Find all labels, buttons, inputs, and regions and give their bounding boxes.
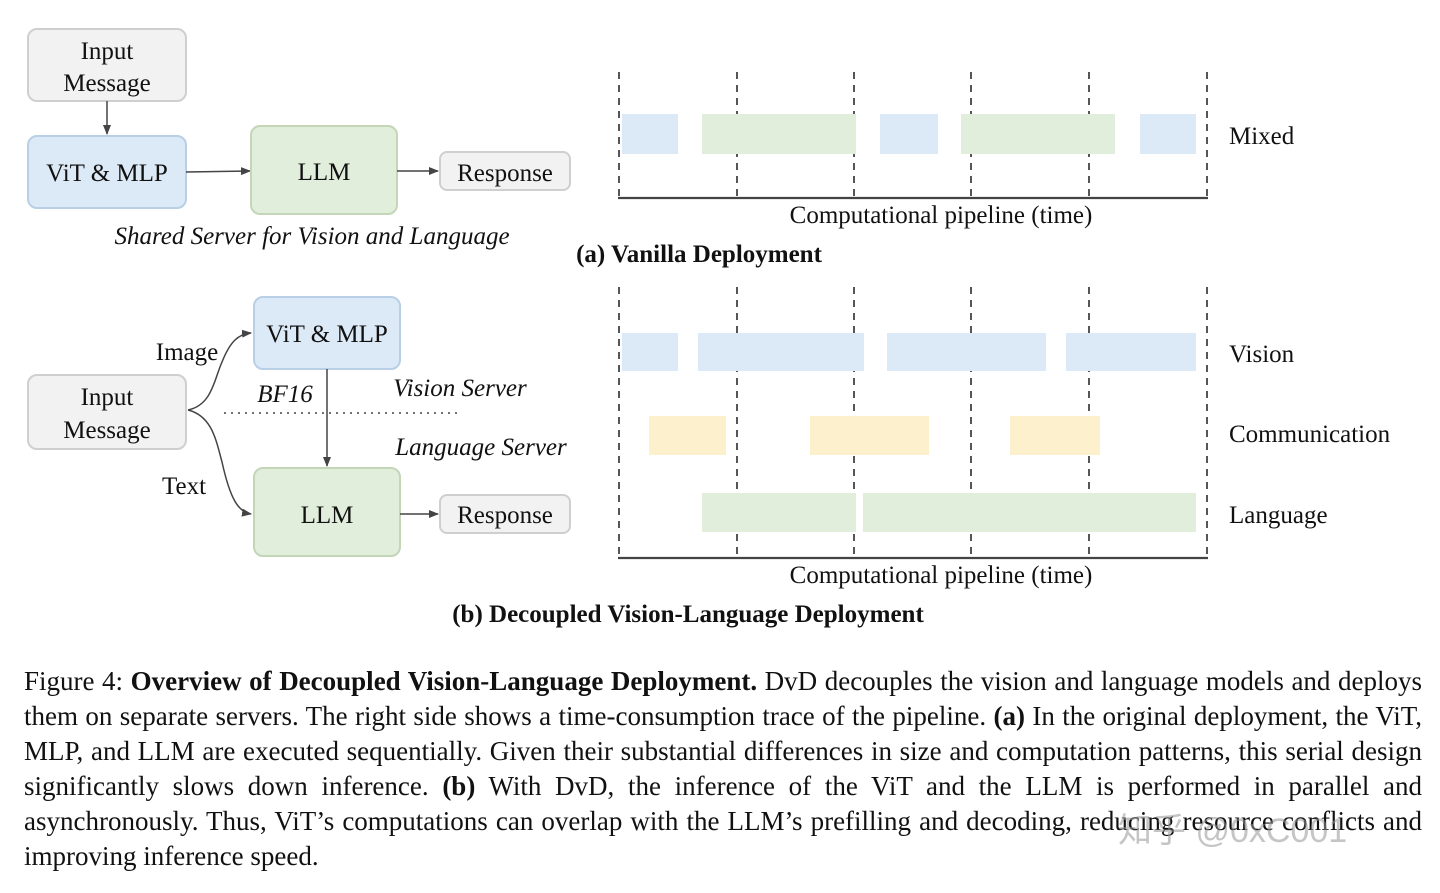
row-label-mixed: Mixed <box>1229 123 1295 150</box>
input-message-box: Input Message <box>27 28 187 102</box>
input-message-line1-decoupled: Input <box>81 384 134 411</box>
mixed-vision-block <box>880 114 938 154</box>
vit-mlp-label-decoupled: ViT & MLP <box>266 321 388 348</box>
caption-b-label: (b) <box>442 771 476 801</box>
caption-figure-label: Figure 4: <box>24 666 124 696</box>
vision-server-label: Vision Server <box>393 375 527 402</box>
vit-mlp-label: ViT & MLP <box>46 160 168 187</box>
response-box-decoupled: Response <box>439 494 571 534</box>
vanilla-axis-label: Computational pipeline (time) <box>790 202 1093 229</box>
text-branch-label: Text <box>162 473 206 500</box>
input-message-box-decoupled: Input Message <box>27 374 187 450</box>
arrow-vit-to-llm <box>185 167 251 176</box>
communication-block <box>649 416 726 455</box>
vit-mlp-box-decoupled: ViT & MLP <box>253 296 401 370</box>
row-label-communication: Communication <box>1229 421 1391 448</box>
caption-a-text: In the original deployment, the ViT, MLP… <box>24 701 1422 801</box>
response-label: Response <box>457 160 553 187</box>
llm-box: LLM <box>250 125 398 215</box>
llm-box-decoupled: LLM <box>253 467 401 557</box>
language-server-label: Language Server <box>394 434 567 461</box>
llm-label: LLM <box>298 159 351 186</box>
language-block <box>702 493 856 532</box>
caption-a-label: (a) <box>993 701 1025 731</box>
mixed-vision-block <box>1140 114 1196 154</box>
zhihu-watermark: 知乎 @0xC001 <box>1118 812 1348 850</box>
mixed-vision-block <box>622 114 678 154</box>
response-label-decoupled: Response <box>457 502 553 529</box>
arrow-text-branch <box>187 409 252 517</box>
vit-mlp-box: ViT & MLP <box>27 135 187 209</box>
vision-block <box>1066 333 1196 371</box>
subtitle-a: (a) Vanilla Deployment <box>576 241 823 268</box>
arrow-image-branch <box>187 329 252 411</box>
caption-title: Overview of Decoupled Vision-Language De… <box>130 666 758 696</box>
vision-block <box>622 333 678 371</box>
communication-block <box>1010 416 1100 455</box>
caption-b-text: With DvD, the inference of the ViT and t… <box>24 771 1423 871</box>
response-box: Response <box>439 151 571 191</box>
input-message-line2: Message <box>63 70 150 97</box>
decoupled-axis-label: Computational pipeline (time) <box>790 562 1093 589</box>
decoupled-timeline <box>618 287 1208 560</box>
vanilla-timeline <box>618 72 1208 200</box>
figure-diagram: Input Message ViT & MLP LLM Response Sha… <box>27 28 1391 628</box>
vision-block <box>887 333 1046 371</box>
row-label-language: Language <box>1229 502 1328 529</box>
image-branch-label: Image <box>156 339 218 366</box>
mixed-language-block <box>961 114 1115 154</box>
communication-block <box>810 416 929 455</box>
caption-sentence: DvD decouples the vision and language mo… <box>24 666 1422 731</box>
row-label-vision: Vision <box>1229 341 1295 368</box>
figure-caption: Figure 4: Overview of Decoupled Vision-L… <box>24 664 1422 874</box>
mixed-language-block <box>702 114 856 154</box>
language-block <box>863 493 1196 532</box>
vision-block <box>698 333 864 371</box>
subtitle-b: (b) Decoupled Vision-Language Deployment <box>452 601 924 628</box>
input-message-line1: Input <box>81 38 134 65</box>
input-message-line2-decoupled: Message <box>63 417 150 444</box>
shared-server-label: Shared Server for Vision and Language <box>114 223 509 250</box>
bf16-label: BF16 <box>257 381 313 408</box>
llm-label-decoupled: LLM <box>301 502 354 529</box>
